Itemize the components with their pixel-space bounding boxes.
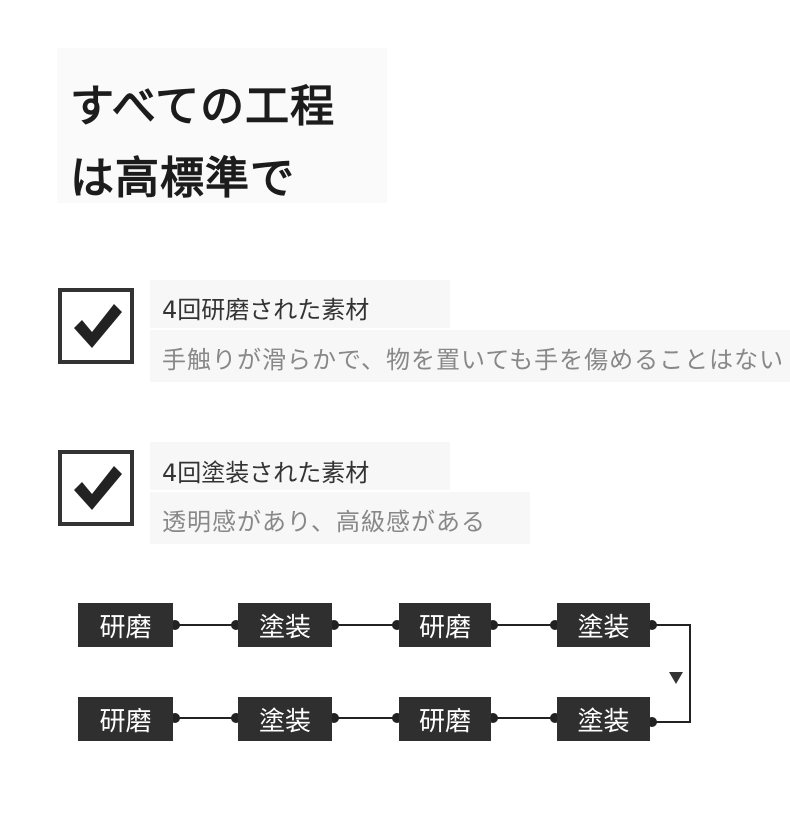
process-step-7: 研磨 [399, 697, 491, 741]
process-step-6: 塗装 [238, 697, 332, 741]
title-background [57, 48, 387, 203]
process-step-1: 研磨 [78, 603, 173, 647]
process-step-5: 研磨 [78, 697, 173, 741]
process-step-3: 研磨 [399, 603, 491, 647]
feature-1-title: 4回研磨された素材 [162, 296, 370, 324]
feature-2-checkbox [58, 450, 134, 526]
feature-1-desc-band [150, 330, 790, 382]
checkmark-icon [74, 304, 122, 348]
title-line-2: は高標準で [70, 153, 295, 204]
feature-1-title-band [150, 280, 450, 328]
process-step-2: 塗装 [238, 603, 332, 647]
process-step-8: 塗装 [557, 697, 650, 741]
feature-2-desc: 透明感があり、高級感がある [162, 508, 487, 536]
feature-2-title: 4回塗装された素材 [162, 459, 370, 487]
feature-1-desc: 手触りが滑らかで、物を置いても手を傷めることはない [162, 346, 785, 374]
title-line-1: すべての工程 [70, 81, 336, 132]
arrow-down-icon [669, 672, 683, 684]
feature-2-desc-band [150, 492, 530, 544]
checkmark-icon [74, 466, 122, 510]
feature-1-checkbox [58, 288, 134, 364]
feature-2-title-band [150, 442, 450, 490]
process-step-4: 塗装 [557, 603, 650, 647]
